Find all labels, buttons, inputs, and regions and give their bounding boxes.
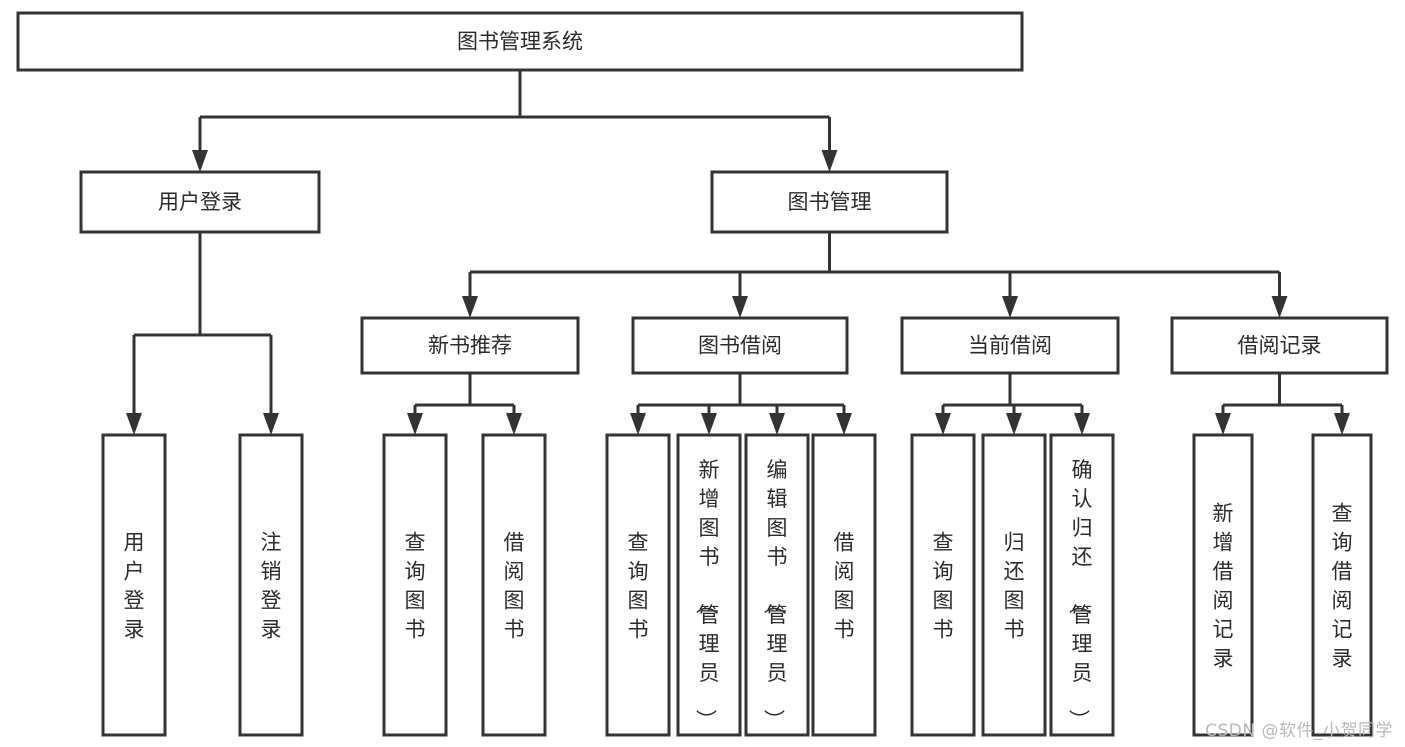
node-box-leaf-query-book-1 — [382, 433, 448, 737]
csdn-watermark: CSDN @软件_小贺同学 — [1205, 721, 1393, 741]
node-label-leaf-query-book-2: 查询图书 — [628, 531, 649, 642]
node-box-leaf-add-book — [676, 433, 742, 737]
node-box-new-book-rec — [360, 316, 580, 375]
node-leaf-query-book-2[interactable]: 查询图书 — [605, 433, 671, 737]
node-box-book-borrow — [631, 316, 849, 375]
node-box-leaf-add-record — [1192, 433, 1254, 737]
nodes-layer: 图书管理系统用户登录图书管理新书推荐图书借阅当前借阅借阅记录用户登录注销登录查询… — [16, 11, 1389, 737]
node-box-leaf-confirm-return — [1049, 433, 1115, 737]
node-root[interactable]: 图书管理系统 — [16, 11, 1024, 72]
node-book-manage[interactable]: 图书管理 — [710, 170, 949, 234]
node-borrow-record[interactable]: 借阅记录 — [1170, 316, 1389, 375]
node-leaf-confirm-return[interactable]: 确认归还（管理员） — [1049, 433, 1115, 737]
node-leaf-query-book-3[interactable]: 查询图书 — [910, 433, 976, 737]
node-box-leaf-borrow-book-2 — [811, 433, 877, 737]
node-box-book-manage — [710, 170, 949, 234]
node-label-leaf-user-login: 用户登录 — [124, 531, 145, 642]
node-label-leaf-query-record: 查询借阅记录 — [1332, 502, 1353, 671]
node-box-leaf-query-record — [1311, 433, 1373, 737]
node-label-new-book-rec: 新书推荐 — [428, 334, 512, 358]
node-box-leaf-query-book-2 — [605, 433, 671, 737]
node-label-leaf-add-record: 新增借阅记录 — [1213, 502, 1234, 671]
node-current-borrow[interactable]: 当前借阅 — [900, 316, 1120, 375]
node-leaf-borrow-book-1[interactable]: 借阅图书 — [481, 433, 547, 737]
node-label-leaf-return-book: 归还图书 — [1004, 531, 1025, 642]
node-box-leaf-logout — [238, 433, 304, 737]
node-label-borrow-record: 借阅记录 — [1238, 334, 1322, 358]
node-box-borrow-record — [1170, 316, 1389, 375]
node-box-current-borrow — [900, 316, 1120, 375]
node-label-leaf-edit-book: 编辑图书（管理员） — [762, 458, 788, 730]
node-leaf-borrow-book-2[interactable]: 借阅图书 — [811, 433, 877, 737]
node-label-leaf-query-book-3: 查询图书 — [933, 531, 954, 642]
connectors-layer — [126, 70, 1350, 435]
node-book-borrow[interactable]: 图书借阅 — [631, 316, 849, 375]
node-label-leaf-logout: 注销登录 — [261, 531, 282, 642]
node-user-login[interactable]: 用户登录 — [79, 170, 321, 234]
node-label-leaf-confirm-return: 确认归还（管理员） — [1067, 458, 1093, 730]
node-label-current-borrow: 当前借阅 — [968, 334, 1052, 358]
node-label-leaf-query-book-1: 查询图书 — [405, 531, 426, 642]
node-label-user-login: 用户登录 — [158, 190, 242, 214]
node-label-root: 图书管理系统 — [457, 30, 583, 54]
node-box-root — [16, 11, 1024, 72]
node-label-book-manage: 图书管理 — [788, 190, 872, 214]
node-leaf-query-record[interactable]: 查询借阅记录 — [1311, 433, 1373, 737]
node-label-book-borrow: 图书借阅 — [698, 334, 782, 358]
node-label-leaf-borrow-book-1: 借阅图书 — [504, 531, 525, 642]
node-leaf-add-record[interactable]: 新增借阅记录 — [1192, 433, 1254, 737]
node-box-leaf-query-book-3 — [910, 433, 976, 737]
node-box-leaf-user-login — [101, 433, 167, 737]
node-new-book-rec[interactable]: 新书推荐 — [360, 316, 580, 375]
node-leaf-query-book-1[interactable]: 查询图书 — [382, 433, 448, 737]
node-leaf-return-book[interactable]: 归还图书 — [981, 433, 1047, 737]
node-leaf-user-login[interactable]: 用户登录 — [101, 433, 167, 737]
node-box-leaf-return-book — [981, 433, 1047, 737]
node-leaf-logout[interactable]: 注销登录 — [238, 433, 304, 737]
node-leaf-add-book[interactable]: 新增图书（管理员） — [676, 433, 742, 737]
node-label-leaf-borrow-book-2: 借阅图书 — [834, 531, 855, 642]
node-leaf-edit-book[interactable]: 编辑图书（管理员） — [744, 433, 810, 737]
node-box-leaf-edit-book — [744, 433, 810, 737]
node-label-leaf-add-book: 新增图书（管理员） — [694, 458, 720, 730]
node-box-user-login — [79, 170, 321, 234]
node-box-leaf-borrow-book-1 — [481, 433, 547, 737]
